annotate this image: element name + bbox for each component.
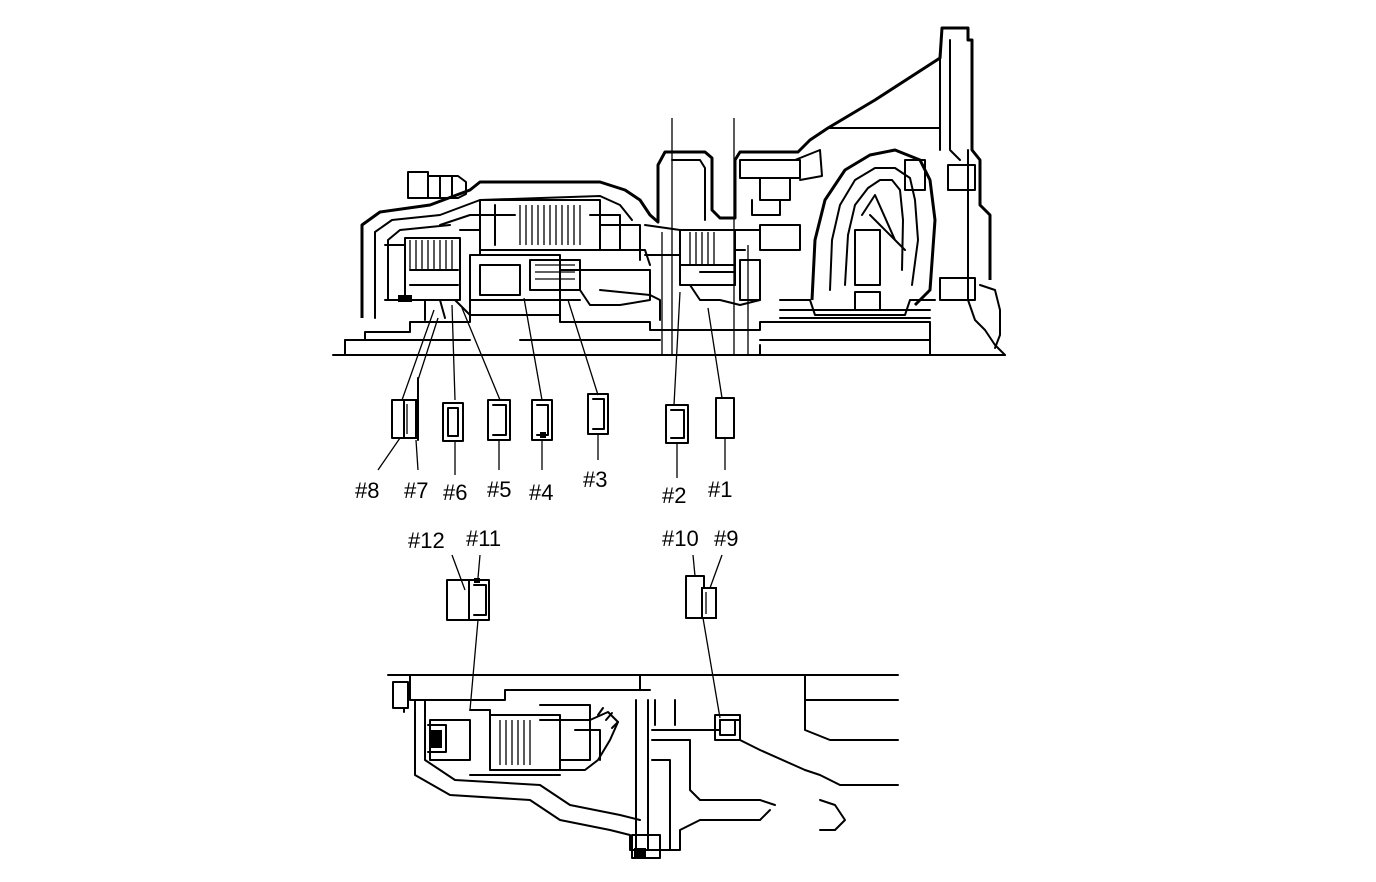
forward-clutch-pack — [384, 237, 461, 302]
label-bearing-12: #12 — [408, 528, 445, 553]
label-bearing-8: #8 — [355, 478, 379, 503]
label-bearing-9: #9 — [714, 526, 738, 551]
planetary-gearset — [469, 249, 651, 316]
bearing-2-icon — [665, 404, 689, 444]
transfer-clutch-pack — [469, 704, 591, 776]
label-bearing-6: #6 — [443, 480, 467, 505]
bearing-12-icon — [446, 579, 470, 621]
label-bearing-1: #1 — [708, 477, 732, 502]
label-bearing-5: #5 — [487, 477, 511, 502]
bearing-4-icon — [531, 399, 553, 441]
bearing-8-icon — [391, 399, 417, 439]
label-bearing-7: #7 — [404, 478, 428, 503]
upper-leader-lines — [401, 291, 723, 410]
lower-transfer-assembly — [387, 617, 899, 859]
upper-transmission-assembly — [332, 26, 1006, 410]
label-bearing-2: #2 — [662, 483, 686, 508]
bearing-11-icon — [468, 578, 490, 621]
label-bearing-10: #10 — [662, 526, 699, 551]
bearing-9-icon — [701, 587, 717, 619]
callout-labels: #8 #7 #6 #5 #4 #3 #2 #1 #12 #11 #10 #9 — [355, 467, 738, 553]
bearing-3-icon — [587, 393, 609, 435]
bearing-icons — [377, 377, 735, 621]
label-bearing-11: #11 — [466, 526, 501, 551]
rear-clutch-pack — [644, 224, 736, 286]
output-seal-block — [714, 714, 741, 741]
bearing-6-icon — [442, 402, 464, 442]
label-bearing-4: #4 — [529, 480, 553, 505]
bearing-1-icon — [715, 397, 735, 439]
label-bearing-3: #3 — [583, 467, 607, 492]
bearing-5-icon — [487, 399, 511, 441]
